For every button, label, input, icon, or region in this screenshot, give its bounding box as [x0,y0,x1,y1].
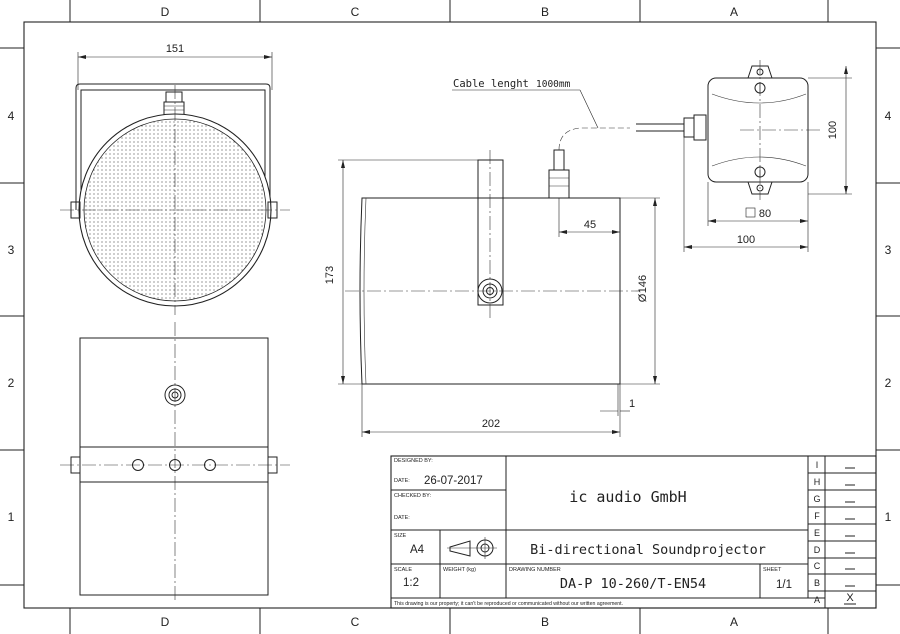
dim-front-width: 151 [166,43,184,55]
dim-box-height: 100 [827,121,839,139]
dim-length: 202 [482,418,500,430]
revision-h: H [814,477,821,487]
zone-left-1: 1 [8,510,15,524]
checked-by-label: CHECKED BY: [394,493,431,499]
title-block: DESIGNED BY: DATE: 26-07-2017 CHECKED BY… [390,455,877,609]
revision-g: G [813,494,820,504]
zone-left-2: 2 [8,376,15,390]
zone-bottom-b: B [541,615,549,629]
drawing-number-label: DRAWING NUMBER [509,567,561,573]
drawing-number: DA-P 10-260/T-EN54 [560,576,706,592]
junction-box: 100 80 100 [636,60,852,252]
dim-box-width: 100 [737,234,755,246]
zone-right-4: 4 [885,109,892,123]
scale-value: 1:2 [403,577,419,589]
zone-top-c: C [351,5,360,19]
zone-top-b: B [541,5,549,19]
drawing-title: Bi-directional Soundprojector [530,542,766,558]
dim-gap: 1 [629,398,635,410]
revision-c: C [814,561,821,571]
dim-gland-offset: 45 [584,219,596,231]
bottom-view [60,322,290,600]
dim-diameter: 146 [637,275,649,293]
zone-right-2: 2 [885,376,892,390]
size-label: SIZE [394,533,407,539]
zone-top-a: A [730,5,738,19]
zone-bottom-d: D [161,615,170,629]
dim-height: 173 [324,266,336,284]
dim-diameter-symbol: Ø [637,293,649,302]
zone-right-1: 1 [885,510,892,524]
zone-bottom-c: C [351,615,360,629]
revision-e: E [814,528,820,538]
projection-symbol [447,537,497,559]
revision-mark: X [846,592,854,604]
zone-left-3: 3 [8,243,15,257]
revision-d: D [814,545,821,555]
revision-f: F [814,511,820,521]
cable-note-label: Cable lenght [453,78,529,90]
dim-box-square: 80 [759,208,771,220]
zone-bottom-a: A [730,615,738,629]
sheet-label: SHEET [763,567,782,573]
sheet-value: 1/1 [776,579,792,591]
cable-note: Cable lenght 1000mm [452,78,599,129]
company-name: ic audio GmbH [569,488,686,506]
scale-label: SCALE [394,567,412,573]
cable-note-value: 1000mm [536,79,571,90]
revision-i: I [816,460,819,470]
date-value: 26-07-2017 [424,475,483,487]
zone-right-3: 3 [885,243,892,257]
designed-by-label: DESIGNED BY: [394,458,433,464]
size-value: A4 [410,544,425,556]
date-label-2: DATE: [394,515,410,521]
zone-top-d: D [161,5,170,19]
date-label-1: DATE: [394,478,410,484]
front-view: 151 [60,43,290,315]
weight-label: WEIGHT (kg) [443,567,476,573]
zone-left-4: 4 [8,109,15,123]
side-view: 173 Ø 146 202 45 1 [324,127,660,437]
revision-b: B [814,578,820,588]
revision-a: A [814,595,820,605]
disclaimer: This drawing is our property; it can't b… [394,601,623,607]
